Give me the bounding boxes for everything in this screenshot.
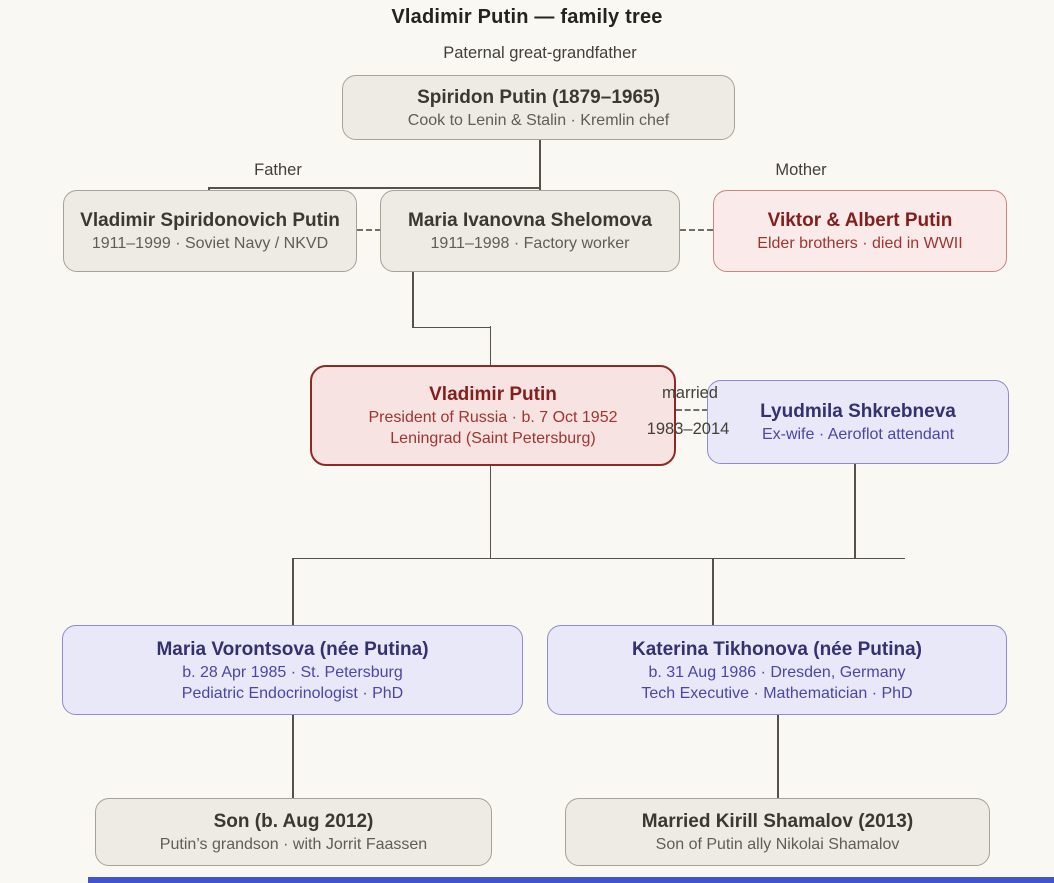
connector-maria-down	[292, 715, 294, 798]
node-detail: President of Russia · b. 7 Oct 1952	[368, 409, 618, 426]
node-spiridon-putin: Spiridon Putin (1879–1965) Cook to Lenin…	[342, 75, 735, 140]
node-detail: Son of Putin ally Nikolai Shamalov	[655, 836, 900, 853]
connector-parents-horizontal	[208, 187, 540, 189]
connector-lyudmila-down	[854, 464, 856, 559]
connector-parents-marriage-dash	[357, 229, 381, 231]
connector-mother-brothers-dash	[680, 229, 713, 231]
label-paternal-great-grandfather: Paternal great-grandfather	[443, 44, 637, 62]
node-name: Married Kirill Shamalov (2013)	[641, 811, 914, 832]
node-name: Vladimir Putin	[429, 384, 557, 405]
connector-to-maria	[292, 557, 294, 626]
connector-elbow-horizontal	[412, 326, 491, 329]
node-detail: b. 31 Aug 1986 · Dresden, Germany	[648, 663, 906, 681]
node-viktor-albert-putin: Viktor & Albert Putin Elder brothers · d…	[713, 190, 1007, 272]
connector-married-dash	[676, 409, 708, 411]
connector-father-stub	[208, 187, 210, 191]
connector-putin-down	[489, 466, 492, 559]
node-name: Katerina Tikhonova (née Putina)	[632, 638, 922, 660]
node-detail: Pediatric Endocrinologist · PhD	[181, 684, 404, 702]
label-father: Father	[254, 161, 302, 179]
bottom-accent-bar	[88, 877, 1054, 883]
connector-mother-down	[412, 272, 414, 328]
node-maria-vorontsova: Maria Vorontsova (née Putina) b. 28 Apr …	[62, 625, 523, 715]
node-kirill-shamalov: Married Kirill Shamalov (2013) Son of Pu…	[565, 798, 990, 866]
node-detail: Leningrad (Saint Petersburg)	[390, 430, 596, 447]
connector-children-horizontal	[292, 557, 905, 560]
connector-spiridon-down	[539, 140, 541, 190]
node-detail: Tech Executive · Mathematician · PhD	[641, 684, 913, 702]
node-detail: 1911–1998 · Factory worker	[430, 235, 630, 252]
node-name: Vladimir Spiridonovich Putin	[80, 210, 340, 231]
node-katerina-tikhonova: Katerina Tikhonova (née Putina) b. 31 Au…	[547, 625, 1007, 715]
label-mother: Mother	[775, 161, 827, 179]
node-detail: Putin’s grandson · with Jorrit Faassen	[159, 836, 428, 853]
connector-katerina-down	[777, 715, 779, 798]
node-lyudmila-shkrebneva: Lyudmila Shkrebneva Ex-wife · Aeroflot a…	[707, 380, 1009, 464]
node-name: Son (b. Aug 2012)	[213, 811, 374, 832]
page-title: Vladimir Putin — family tree	[391, 6, 663, 28]
label-married-years: 1983–2014	[646, 420, 730, 438]
node-name: Maria Vorontsova (née Putina)	[156, 638, 429, 660]
node-vladimir-putin: Vladimir Putin President of Russia · b. …	[310, 365, 676, 466]
node-name: Spiridon Putin (1879–1965)	[417, 86, 660, 108]
node-name: Maria Ivanovna Shelomova	[408, 210, 652, 231]
node-maria-shelomova: Maria Ivanovna Shelomova 1911–1998 · Fac…	[380, 190, 680, 272]
connector-to-katerina	[712, 557, 714, 626]
node-name: Viktor & Albert Putin	[767, 210, 953, 231]
node-detail: Elder brothers · died in WWII	[757, 235, 963, 252]
node-detail: Cook to Lenin & Stalin · Kremlin chef	[407, 111, 670, 129]
node-detail: Ex-wife · Aeroflot attendant	[761, 426, 955, 443]
label-married: married	[662, 384, 718, 402]
node-vladimir-spiridonovich-putin: Vladimir Spiridonovich Putin 1911–1999 ·…	[63, 190, 357, 272]
node-detail: 1911–1999 · Soviet Navy / NKVD	[91, 235, 329, 252]
node-name: Lyudmila Shkrebneva	[760, 401, 956, 422]
connector-to-putin	[489, 326, 492, 366]
node-grandson: Son (b. Aug 2012) Putin’s grandson · wit…	[95, 798, 492, 866]
node-detail: b. 28 Apr 1985 · St. Petersburg	[182, 663, 403, 681]
